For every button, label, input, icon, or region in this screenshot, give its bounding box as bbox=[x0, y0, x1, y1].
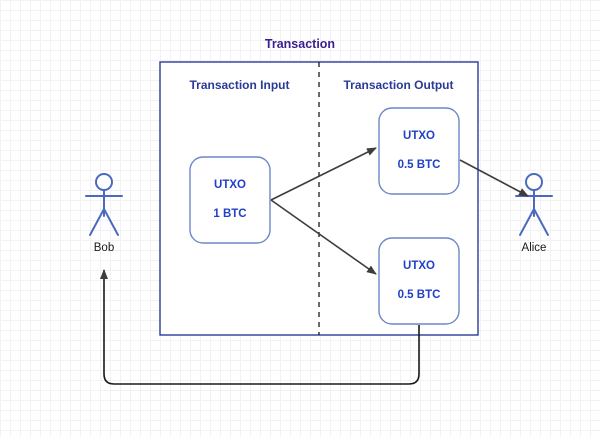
bob-label: Bob bbox=[93, 242, 115, 254]
arrow-input-to-output-first bbox=[270, 147, 377, 201]
arrow-output-first-to-alice bbox=[459, 159, 529, 197]
arrow-input-to-output-second bbox=[270, 199, 377, 275]
utxo-input-label: UTXO bbox=[214, 179, 246, 191]
utxo-output-first-label: UTXO bbox=[403, 130, 435, 142]
transaction-input-heading: Transaction Input bbox=[189, 78, 290, 92]
transaction-output-heading: Transaction Output bbox=[343, 78, 454, 92]
arrow-change-to-bob bbox=[100, 269, 420, 385]
utxo-output-second-label: UTXO bbox=[403, 260, 435, 272]
bob-figure bbox=[85, 173, 123, 236]
utxo-output-second-box[interactable] bbox=[378, 237, 460, 325]
utxo-output-second-amount: 0.5 BTC bbox=[397, 289, 441, 301]
utxo-input-amount: 1 BTC bbox=[213, 208, 247, 220]
alice-label: Alice bbox=[521, 242, 547, 254]
utxo-input-box[interactable] bbox=[189, 156, 271, 244]
utxo-output-first-amount: 0.5 BTC bbox=[397, 159, 441, 171]
utxo-output-first-box[interactable] bbox=[378, 107, 460, 195]
page-title: Transaction bbox=[264, 37, 336, 51]
alice-figure bbox=[515, 173, 553, 236]
